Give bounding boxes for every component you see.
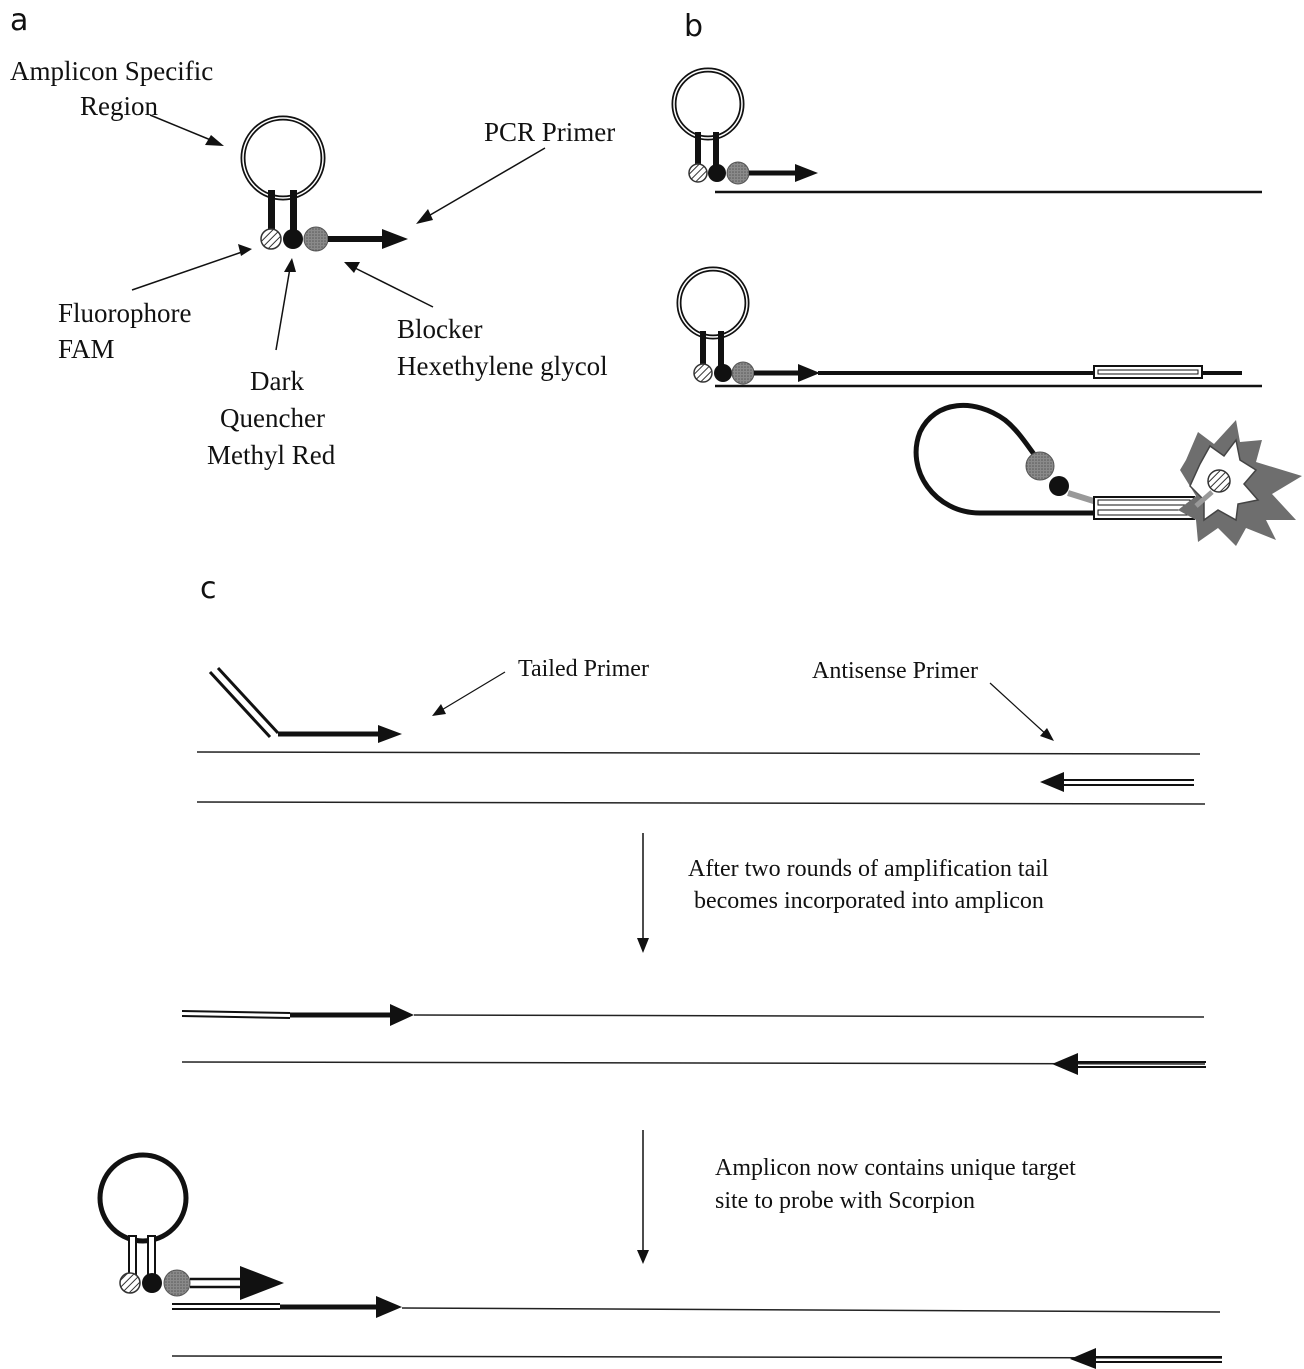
amplicon-specific-label: Amplicon Specific xyxy=(10,56,213,86)
fam-label: FAM xyxy=(58,334,115,364)
fluorophore-icon-a xyxy=(261,229,281,249)
antisense-primer-arrow xyxy=(990,683,1048,736)
quencher-icon-b1 xyxy=(708,164,726,182)
fluorophore-icon-b2 xyxy=(694,364,712,382)
step1-line2: becomes incorporated into amplicon xyxy=(694,888,1044,914)
template-antisense-2 xyxy=(182,1062,1205,1064)
blocker-icon-c xyxy=(164,1270,190,1296)
template-sense-1 xyxy=(197,752,1200,754)
amplicon-arrow xyxy=(150,115,218,143)
fluorophore-label: Fluorophore xyxy=(58,298,192,328)
target-site-b2 xyxy=(1094,366,1202,378)
hybridized-scorpion-b3 xyxy=(916,405,1302,546)
blocker-arrow xyxy=(355,268,433,307)
blocker-icon-b3 xyxy=(1026,452,1054,480)
fluorophore-icon-b1 xyxy=(689,164,707,182)
quencher-arrow xyxy=(276,268,290,350)
template-antisense-1 xyxy=(197,802,1205,804)
scorpion-probe-b2 xyxy=(679,269,1242,384)
template-antisense-3 xyxy=(172,1356,1222,1358)
amplicon-arrowhead xyxy=(205,135,224,146)
fluorophore-arrowhead xyxy=(238,244,252,256)
quencher-icon-b3 xyxy=(1049,476,1069,496)
scorpion-probe-a xyxy=(243,118,408,251)
panel-a-letter: a xyxy=(10,3,28,38)
quencher-arrowhead xyxy=(284,258,296,272)
step2-line1: Amplicon now contains unique target xyxy=(715,1155,1076,1181)
amplicon-region-label: Region xyxy=(80,91,158,121)
pcr-primer-arrowhead xyxy=(416,209,433,224)
scorpion-probe-b1 xyxy=(674,70,818,184)
tailed-primer-label: Tailed Primer xyxy=(518,656,649,682)
amplicon-with-target xyxy=(172,1296,1220,1318)
panel-c-letter: c xyxy=(200,571,217,606)
panel-b-letter: b xyxy=(684,9,703,44)
fluorophore-icon-b3 xyxy=(1208,470,1230,492)
step2-line2: site to probe with Scorpion xyxy=(715,1188,975,1214)
fluorophore-arrow xyxy=(132,252,242,290)
quencher-icon-a xyxy=(283,229,303,249)
scorpion-probe-c xyxy=(100,1155,284,1300)
incorporated-tail-strand xyxy=(182,1004,1204,1026)
probe-stem-right-a xyxy=(290,190,297,232)
quencher-label: Quencher xyxy=(220,403,325,433)
quencher-icon-b2 xyxy=(714,364,732,382)
tailed-primer-glyph xyxy=(210,668,402,743)
blocker-icon-a xyxy=(304,227,328,251)
fluorophore-icon-c xyxy=(120,1273,140,1293)
blocker-icon-b2 xyxy=(732,362,754,384)
primer-arrowhead-a xyxy=(382,229,408,249)
antisense-primer-label: Antisense Primer xyxy=(812,658,978,684)
antisense-primer-glyph-1 xyxy=(1040,772,1194,792)
probe-stem-left-a xyxy=(268,190,275,232)
pcr-primer-label: PCR Primer xyxy=(484,117,615,147)
methyl-red-label: Methyl Red xyxy=(207,440,336,470)
dark-label: Dark xyxy=(250,366,304,396)
hexethylene-label: Hexethylene glycol xyxy=(397,351,608,381)
tailed-primer-arrow xyxy=(440,672,505,711)
blocker-icon-b1 xyxy=(727,162,749,184)
blocker-label: Blocker xyxy=(397,314,482,344)
pcr-primer-arrow xyxy=(425,148,545,218)
blocker-arrowhead xyxy=(344,262,360,273)
quencher-icon-c xyxy=(142,1273,162,1293)
step1-line1: After two rounds of amplification tail xyxy=(688,856,1049,882)
